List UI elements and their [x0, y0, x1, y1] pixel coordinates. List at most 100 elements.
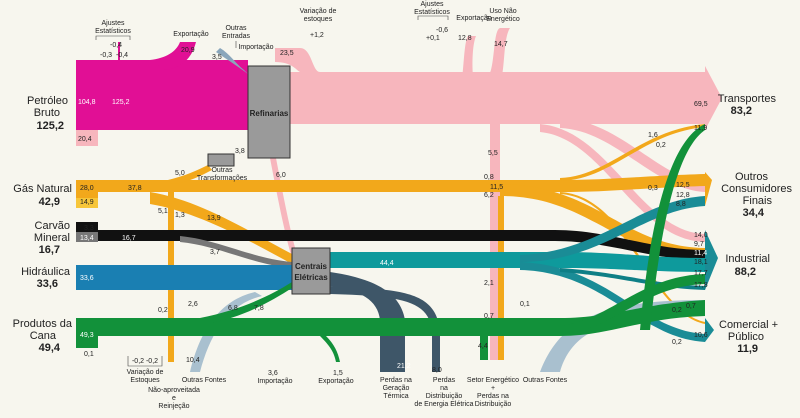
hidraulica-bar[interactable] [76, 265, 98, 290]
ann-nao-aprov-3: Reinjeção [158, 403, 189, 410]
val-ajustes-right-06: -0,6 [436, 27, 448, 34]
ann-uso-nao-1: Uso Não [489, 8, 516, 15]
flow-value-labels: 104,8 125,2 20,4 20,9 -0,4 -0,3 -0,4 3,5… [78, 27, 708, 377]
val-134: 13,4 [80, 235, 94, 242]
hidraulica-total: 33,6 [37, 278, 58, 290]
val-36: 3,6 [268, 370, 278, 377]
outros-name-1: Outros [735, 171, 769, 183]
ann-ajustes-left-1: Ajustes [102, 20, 125, 27]
val-ajustes-04b: -0,4 [116, 52, 128, 59]
val-336: 33,6 [80, 275, 94, 282]
refinarias-label: Refinarias [250, 109, 289, 118]
bracket-ajustes-right [417, 15, 449, 20]
val-106: 10,6 [694, 332, 708, 339]
cana-total: 49,4 [39, 342, 61, 354]
petroleo-bar-lower [76, 130, 98, 146]
val-transportes-69: 69,5 [694, 101, 708, 108]
ann-ajustes-right-2: Estatísticos [414, 9, 450, 16]
ann-perdas-dist-3: Distribuição [426, 393, 463, 400]
flow-derivados-outros [560, 118, 705, 192]
ann-variacao-bottom-2: Estoques [130, 377, 160, 384]
ann-perdas-dist-4: de Energia Elétrica [414, 401, 473, 408]
gas-bar[interactable] [76, 180, 98, 198]
flow-petroleo-refinarias [98, 60, 248, 130]
arrow-outros [705, 172, 712, 206]
gas-bar-lower [76, 198, 98, 208]
petroleo-bar[interactable] [76, 60, 98, 130]
val-80: 8,0 [432, 367, 442, 374]
val-07-right: 0,7 [686, 303, 696, 310]
outros-name-2: Consumidores [721, 183, 792, 195]
ann-perdas-geracao-3: Térmica [383, 393, 408, 400]
flow-cana-exportacao [320, 336, 340, 362]
ann-uso-nao-2: Energético [486, 16, 520, 23]
cana-name-1: Produtos da [13, 318, 73, 330]
val-60: 6,0 [276, 172, 286, 179]
val-outras-entradas: 3,5 [212, 54, 222, 61]
ann-variacao-top-1: Variação de [300, 8, 337, 15]
ann-nao-aprov-1: Não-aproveitada [148, 387, 200, 394]
flow-gas-transportes [560, 124, 705, 181]
val-493: 49,3 [80, 332, 94, 339]
industrial-total: 88,2 [735, 266, 756, 278]
refinarias-node[interactable] [247, 65, 291, 159]
val-01-left: 0,1 [84, 351, 94, 358]
transportes-total: 83,2 [731, 105, 752, 117]
val-50: 5,0 [175, 170, 185, 177]
flow-gas-main [98, 174, 705, 192]
ann-ajustes-right-1: Ajustes [421, 1, 444, 8]
flow-cana-transportes [640, 124, 705, 330]
gas-total: 42,9 [39, 196, 60, 208]
val-petroleo-125: 125,2 [112, 99, 130, 106]
val-97: 9,7 [694, 241, 704, 248]
nodes: Refinarias Outras Transformações Centrai… [197, 65, 331, 295]
val-114: 11,4 [694, 250, 707, 257]
val-78: 7,8 [254, 305, 264, 312]
bracket-ajustes-left [95, 35, 131, 40]
flow-cana-setor [480, 336, 488, 360]
ann-importacao-bottom: Importação [257, 378, 292, 385]
val-178: 17,8 [694, 282, 708, 289]
transportes-name: Transportes [718, 93, 777, 105]
comercial-name-1: Comercial + [719, 319, 778, 331]
val-variacao-estoques-top: +1,2 [310, 32, 324, 39]
arrow-industrial [705, 230, 718, 290]
flow-bands [98, 28, 722, 372]
outros-total: 34,4 [743, 207, 765, 219]
outras-transformacoes-node[interactable] [207, 153, 235, 167]
ann-neg02b: -0,2 [146, 358, 158, 365]
flow-cana-centrais [200, 282, 292, 324]
val-transportes-green: 11,9 [694, 125, 707, 132]
ann-setor-3: Perdas na [477, 393, 509, 400]
val-07-mid: 0,7 [484, 313, 494, 320]
hidraulica-name: Hidráulica [21, 266, 71, 278]
val-167: 16,7 [122, 235, 136, 242]
centrais-eletricas-node[interactable] [291, 247, 331, 295]
val-26: 2,6 [188, 301, 198, 308]
ann-neg02a: -0,2 [132, 358, 144, 365]
flow-outras-fontes-cana [190, 292, 262, 372]
ann-importacao-top: Importação [238, 44, 273, 51]
flow-uso-nao-energetico [485, 28, 510, 84]
val-uso-nao-energetico: 14,7 [494, 41, 508, 48]
annotation-labels: Ajustes Estatísticos Exportação Outras E… [95, 1, 568, 410]
val-444: 44,4 [380, 260, 394, 267]
val-125: 12,5 [676, 182, 690, 189]
annotation-lines [95, 15, 449, 367]
ann-perdas-dist-1: Perdas [433, 377, 456, 384]
val-51: 5,1 [158, 208, 168, 215]
val-212: 21,2 [397, 363, 411, 370]
val-28: 28,0 [80, 185, 94, 192]
carvao-bar[interactable] [76, 222, 98, 232]
flow-carvao-industrial [98, 230, 705, 260]
cana-name-2: Cana [30, 330, 57, 342]
val-16: 1,6 [648, 132, 658, 139]
ann-outras-fontes-right: Outras Fontes [523, 377, 568, 384]
val-02-mid: 0,2 [672, 307, 682, 314]
centrais-label-1: Centrais [295, 262, 328, 271]
val-139: 13,9 [207, 215, 221, 222]
flow-petroleo-exportacao [150, 42, 196, 70]
cana-bar[interactable] [76, 318, 98, 348]
ann-perdas-geracao-2: Geração [383, 385, 410, 392]
